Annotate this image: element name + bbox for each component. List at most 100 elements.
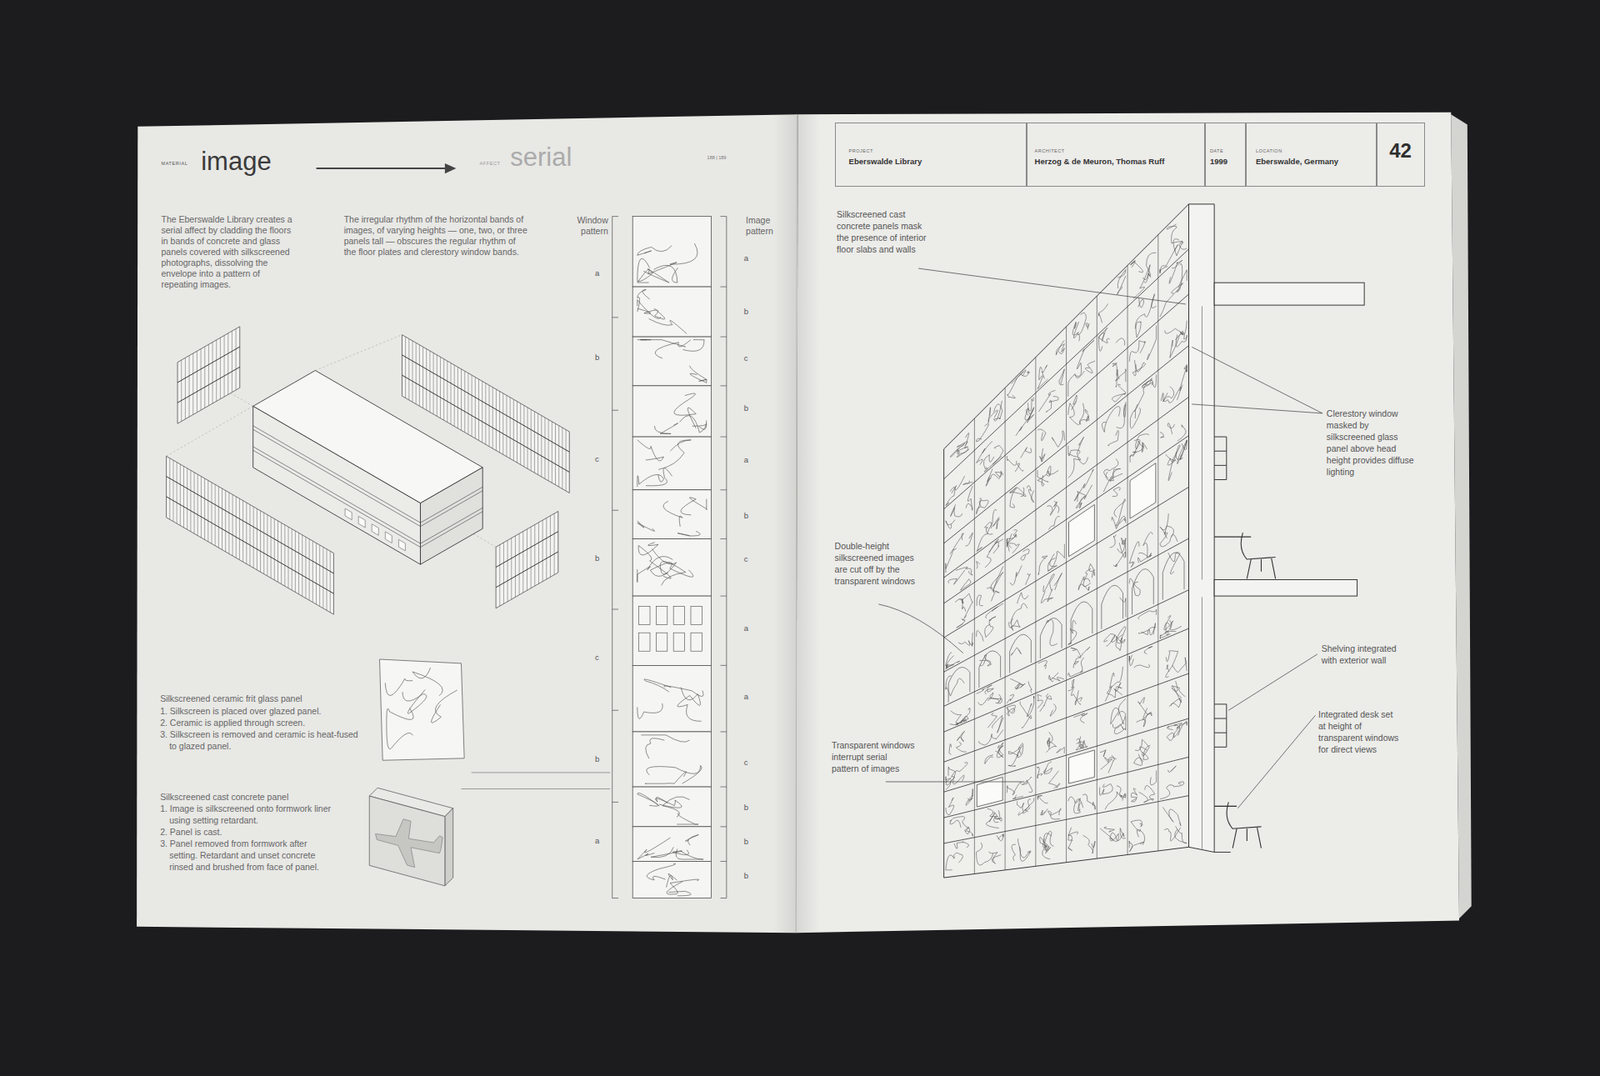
image-sketch bbox=[1100, 828, 1119, 842]
bracket-tick bbox=[720, 489, 726, 490]
bracket-tick bbox=[720, 215, 726, 217]
shelf bbox=[1214, 703, 1227, 705]
callout-text: Clerestory window masked by silkscreened… bbox=[1326, 407, 1419, 478]
process-step: 2. Panel is cast. bbox=[160, 825, 336, 838]
transparent-window bbox=[1130, 463, 1156, 519]
window-bracket bbox=[611, 216, 613, 899]
panel-rib bbox=[207, 480, 209, 541]
affect-heading: serial bbox=[510, 144, 572, 170]
image-sketch bbox=[1046, 505, 1060, 515]
image-sketch bbox=[1114, 710, 1125, 734]
shelf bbox=[1214, 436, 1227, 438]
facade-face bbox=[944, 204, 1190, 878]
leader-line bbox=[1191, 346, 1323, 414]
pattern-letter: c bbox=[744, 354, 749, 363]
image-sketch bbox=[1175, 825, 1187, 843]
image-sketch bbox=[950, 441, 968, 458]
image-sketch bbox=[1046, 740, 1057, 752]
page-number: 188 | 189 bbox=[707, 155, 727, 161]
image-sketch bbox=[1099, 332, 1105, 351]
process-step: 1. Silkscreen is placed over glazed pane… bbox=[160, 705, 360, 717]
bracket-tick bbox=[720, 730, 726, 732]
floor-band bbox=[253, 450, 484, 547]
image-sketch bbox=[1010, 678, 1025, 690]
pattern-letter: c bbox=[744, 555, 749, 564]
shelf bbox=[1214, 450, 1227, 452]
panel-rib bbox=[270, 516, 272, 578]
panel-rib bbox=[537, 413, 539, 475]
image-sketch bbox=[640, 735, 690, 742]
band-joint bbox=[944, 628, 1190, 732]
callout-text: Double-height silkscreened images are cu… bbox=[835, 540, 927, 587]
image-sketch bbox=[1138, 697, 1152, 715]
image-sketch bbox=[1171, 680, 1182, 698]
image-sketch bbox=[1135, 320, 1141, 337]
title-block-cell: DATE1999 bbox=[1204, 122, 1247, 187]
image-sketch bbox=[956, 730, 965, 742]
image-sketch bbox=[637, 520, 655, 531]
panel-rib bbox=[284, 525, 285, 586]
chair bbox=[1240, 532, 1275, 579]
image-sketch bbox=[1160, 386, 1174, 402]
panel-rib bbox=[554, 513, 555, 575]
panel-rib bbox=[467, 373, 469, 435]
bracket-tick bbox=[612, 801, 619, 803]
panel-rib bbox=[507, 540, 509, 601]
image-sketch bbox=[430, 690, 457, 723]
image-sketch bbox=[1105, 785, 1122, 810]
image-panel bbox=[632, 385, 711, 437]
image-sketch bbox=[1078, 576, 1090, 591]
image-sketch bbox=[983, 455, 997, 473]
arrow-head bbox=[445, 163, 456, 174]
material-heading: image bbox=[200, 148, 271, 175]
image-sketch bbox=[1101, 406, 1120, 433]
panel-rib bbox=[471, 375, 473, 436]
band-joint bbox=[944, 538, 1190, 672]
image-sketch bbox=[1160, 532, 1178, 547]
panel-rib bbox=[242, 500, 244, 562]
image-sketch bbox=[677, 687, 702, 722]
image-sketch bbox=[945, 855, 955, 870]
image-sketch bbox=[960, 593, 974, 619]
panel-rib bbox=[185, 357, 186, 419]
field-value: Eberswalde Library bbox=[849, 156, 1024, 167]
panel-rib bbox=[492, 387, 494, 449]
image-sketch bbox=[1133, 754, 1143, 766]
panel-rib bbox=[502, 393, 504, 455]
chair bbox=[1226, 801, 1261, 848]
image-panel bbox=[632, 595, 711, 665]
panel-rib bbox=[228, 492, 230, 554]
panel-rib bbox=[460, 369, 462, 430]
airplane-image bbox=[375, 819, 443, 868]
panel-rib bbox=[277, 520, 279, 582]
process-step: 3. Silkscreen is removed and ceramic is … bbox=[160, 728, 360, 752]
leader-line bbox=[460, 788, 610, 790]
image-sketch bbox=[953, 533, 964, 550]
image-sketch bbox=[1037, 366, 1048, 389]
panel-joint bbox=[1005, 387, 1006, 870]
image-sketch bbox=[951, 475, 965, 494]
image-sketch bbox=[1164, 615, 1182, 630]
image-sketch bbox=[1010, 647, 1021, 656]
panel-rib bbox=[176, 462, 178, 524]
image-sketch bbox=[1138, 623, 1155, 635]
image-sketch bbox=[985, 811, 999, 829]
image-sketch bbox=[1129, 442, 1147, 458]
panel-rib bbox=[227, 333, 229, 395]
panel-joint bbox=[974, 418, 975, 874]
image-sketch bbox=[637, 703, 663, 719]
page-number-large: 42 bbox=[1378, 138, 1424, 164]
panel-rib bbox=[412, 340, 414, 402]
image-sketch bbox=[1114, 499, 1125, 526]
panel-rib bbox=[429, 350, 430, 412]
image-sketch bbox=[646, 765, 702, 784]
window-sketch bbox=[673, 632, 685, 651]
arch-image bbox=[1162, 552, 1185, 600]
image-sketch bbox=[1059, 369, 1065, 385]
image-sketch bbox=[1135, 378, 1153, 412]
image-sketch bbox=[1104, 458, 1120, 479]
image-sketch bbox=[976, 498, 990, 515]
image-sketch bbox=[1135, 294, 1156, 330]
image-sketch bbox=[1068, 796, 1081, 811]
